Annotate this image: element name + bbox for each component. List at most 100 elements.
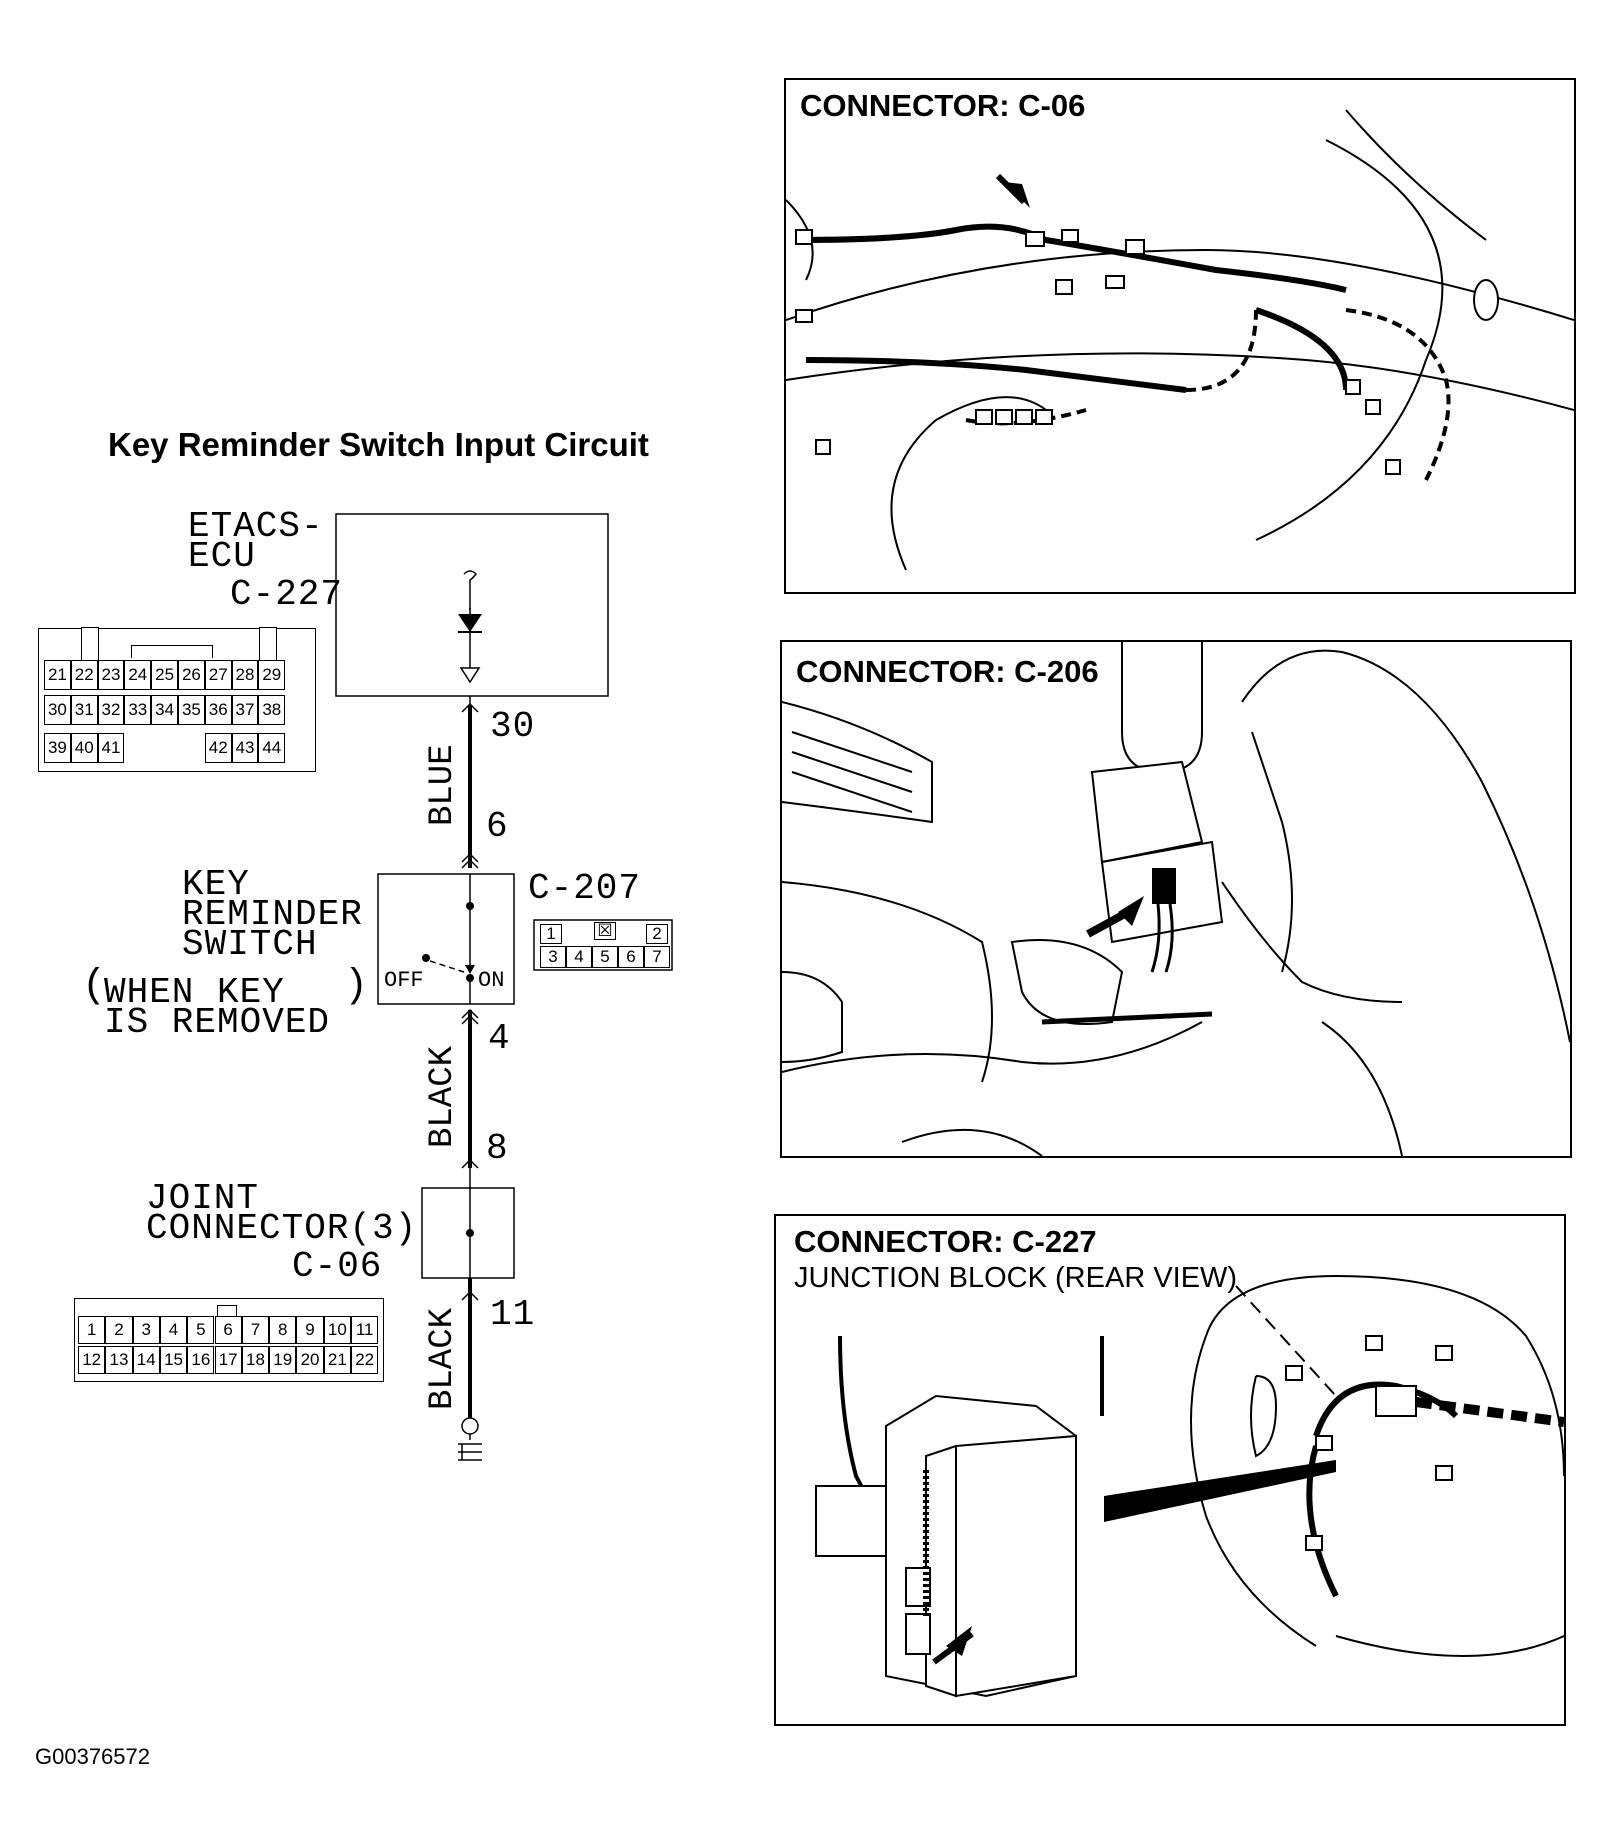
c227-pin: 40	[70, 733, 98, 763]
c06-pin: 14	[132, 1346, 160, 1374]
pin-11-label: 11	[490, 1294, 536, 1335]
c06-pin: 3	[132, 1316, 160, 1344]
joint-name-1: JOINT	[146, 1178, 260, 1219]
c227-pin: 25	[151, 660, 178, 690]
note-paren-right: )	[344, 964, 370, 1009]
c207-pin: 1	[540, 924, 562, 944]
c06-pin: 4	[159, 1316, 188, 1344]
c227-pin: 43	[231, 733, 259, 763]
c207-pin: 3	[540, 946, 566, 968]
c06-pin: 16	[187, 1346, 215, 1374]
c06-pin: 2	[105, 1316, 133, 1344]
key-switch-note-2: IS REMOVED	[104, 1002, 331, 1043]
key-switch-name-3: SWITCH	[182, 924, 318, 965]
c227-pin: 24	[124, 660, 152, 690]
c227-pin: 30	[44, 695, 71, 725]
c227-pin: 32	[97, 695, 125, 725]
c227-pin: 34	[151, 695, 178, 725]
c227-pin: 28	[231, 660, 259, 690]
connector-plug	[1152, 868, 1176, 904]
key-switch-box	[377, 873, 515, 1005]
steering-column-illustration	[782, 642, 1570, 1156]
ecu-ground-arrow	[459, 667, 481, 684]
c06-pin: 19	[269, 1346, 297, 1374]
diode-icon	[458, 614, 482, 632]
joint-connector-id: C-06	[292, 1246, 383, 1287]
connector-mark-6	[461, 852, 479, 869]
pin-6-label: 6	[486, 806, 509, 847]
panel-c06-title: CONNECTOR: C-06	[800, 88, 1086, 123]
pin-8-label: 8	[486, 1128, 509, 1169]
c227-pin: 44	[258, 733, 286, 763]
joint-name-2: CONNECTOR(3)	[146, 1208, 418, 1249]
pin-30-label: 30	[490, 706, 536, 747]
c06-pin: 20	[296, 1346, 324, 1374]
panel-c206-title: CONNECTOR: C-206	[796, 654, 1099, 689]
switch-arm	[429, 960, 465, 973]
c06-pin: 21	[323, 1346, 351, 1374]
key-switch-name-1: KEY	[182, 864, 250, 905]
c06-pin: 18	[241, 1346, 270, 1374]
c227-pin: 33	[124, 695, 152, 725]
c227-pin: 23	[97, 660, 125, 690]
etacs-connector-id: C-227	[230, 574, 344, 615]
note-paren-left: (	[82, 964, 108, 1009]
c227-pin: 31	[70, 695, 98, 725]
c06-pin: 8	[269, 1316, 297, 1344]
c207-pin: 2	[646, 924, 668, 944]
c227-pin: 35	[178, 695, 205, 725]
panel-connector-c06: CONNECTOR: C-06	[784, 78, 1576, 594]
c06-pin: 17	[214, 1346, 242, 1374]
c06-pin: 6	[214, 1316, 242, 1344]
c227-pin: 26	[178, 660, 205, 690]
connector-mark-8	[461, 1158, 479, 1169]
pointer-wedge	[1104, 1460, 1336, 1522]
c227-pin: 36	[204, 695, 232, 725]
panel-connector-c206: CONNECTOR: C-206	[780, 640, 1572, 1158]
c06-pin: 9	[296, 1316, 324, 1344]
c06-pin: 22	[351, 1346, 379, 1374]
ecu-internal-wave	[463, 570, 478, 610]
switch-off-label: OFF	[384, 968, 424, 993]
c06-pin: 15	[159, 1346, 188, 1374]
c207-key-icon: ☒	[594, 921, 616, 940]
c06-pin: 13	[105, 1346, 133, 1374]
c227-pin: 21	[44, 660, 71, 690]
junction-block-illustration	[815, 1274, 1564, 1698]
switch-on-label: ON	[478, 968, 505, 993]
switch-off-contact	[422, 954, 430, 962]
c207-pin: 4	[566, 946, 592, 968]
etacs-name-1: ETACS-	[188, 506, 324, 547]
key-switch-name-2: REMINDER	[182, 894, 363, 935]
c06-pin: 11	[351, 1316, 379, 1344]
figure-id: G00376572	[35, 1744, 150, 1769]
c207-pin: 5	[592, 946, 618, 968]
wire-color-black-2: BLACK	[424, 1307, 462, 1410]
wire-color-black-1: BLACK	[424, 1045, 462, 1148]
panel-connector-c227: CONNECTOR: C-227 JUNCTION BLOCK (REAR VI…	[774, 1214, 1566, 1726]
c227-pin: 38	[258, 695, 286, 725]
dash-harness-illustration	[786, 109, 1574, 571]
c06-pin: 1	[78, 1316, 106, 1344]
ground-icon	[458, 1434, 482, 1461]
wire-color-blue: BLUE	[424, 744, 462, 826]
panel-c227-title: CONNECTOR: C-227	[794, 1224, 1097, 1259]
c227-pin: 39	[44, 733, 71, 763]
connector-mark-30	[461, 702, 479, 713]
c06-pin: 5	[187, 1316, 215, 1344]
key-switch-note-1: WHEN KEY	[104, 972, 285, 1013]
c207-pin: 7	[644, 946, 670, 968]
c207-connector-id: C-207	[528, 868, 642, 909]
circuit-schematic	[335, 513, 673, 1461]
c227-pin: 22	[70, 660, 98, 690]
c06-pin: 7	[241, 1316, 270, 1344]
c227-pin: 41	[97, 733, 125, 763]
pin-4-label: 4	[488, 1018, 511, 1059]
c06-pin: 12	[78, 1346, 106, 1374]
etacs-ecu-box	[335, 513, 609, 697]
c227-pin: 27	[204, 660, 232, 690]
c227-pin: 37	[231, 695, 259, 725]
c207-pin: 6	[618, 946, 644, 968]
panel-c227-subtitle: JUNCTION BLOCK (REAR VIEW)	[794, 1262, 1238, 1294]
etacs-name-2: ECU	[188, 536, 256, 577]
